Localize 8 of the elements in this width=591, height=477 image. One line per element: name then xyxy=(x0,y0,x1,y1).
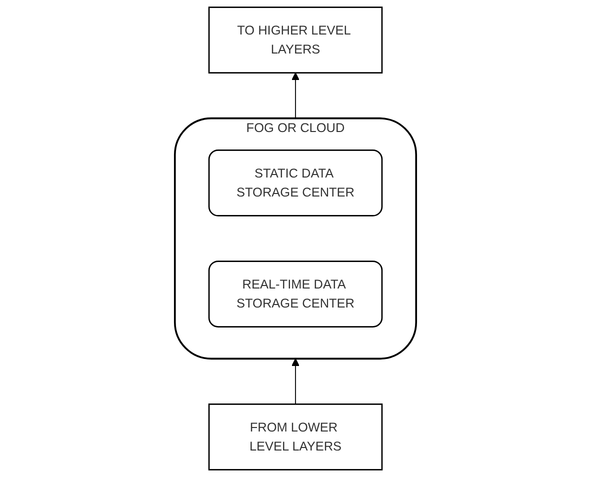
cluster xyxy=(174,117,418,360)
node-box: REAL-TIME DATA STORAGE CENTER xyxy=(208,260,383,328)
node-box: FROM LOWER LEVEL LAYERS xyxy=(208,404,383,470)
node-box: TO HIGHER LEVEL LAYERS xyxy=(208,6,383,74)
arrow xyxy=(292,72,300,119)
node-box: STATIC DATA STORAGE CENTER xyxy=(208,150,383,216)
node-label: FOG OR CLOUD xyxy=(246,120,345,135)
arrow xyxy=(292,358,300,405)
